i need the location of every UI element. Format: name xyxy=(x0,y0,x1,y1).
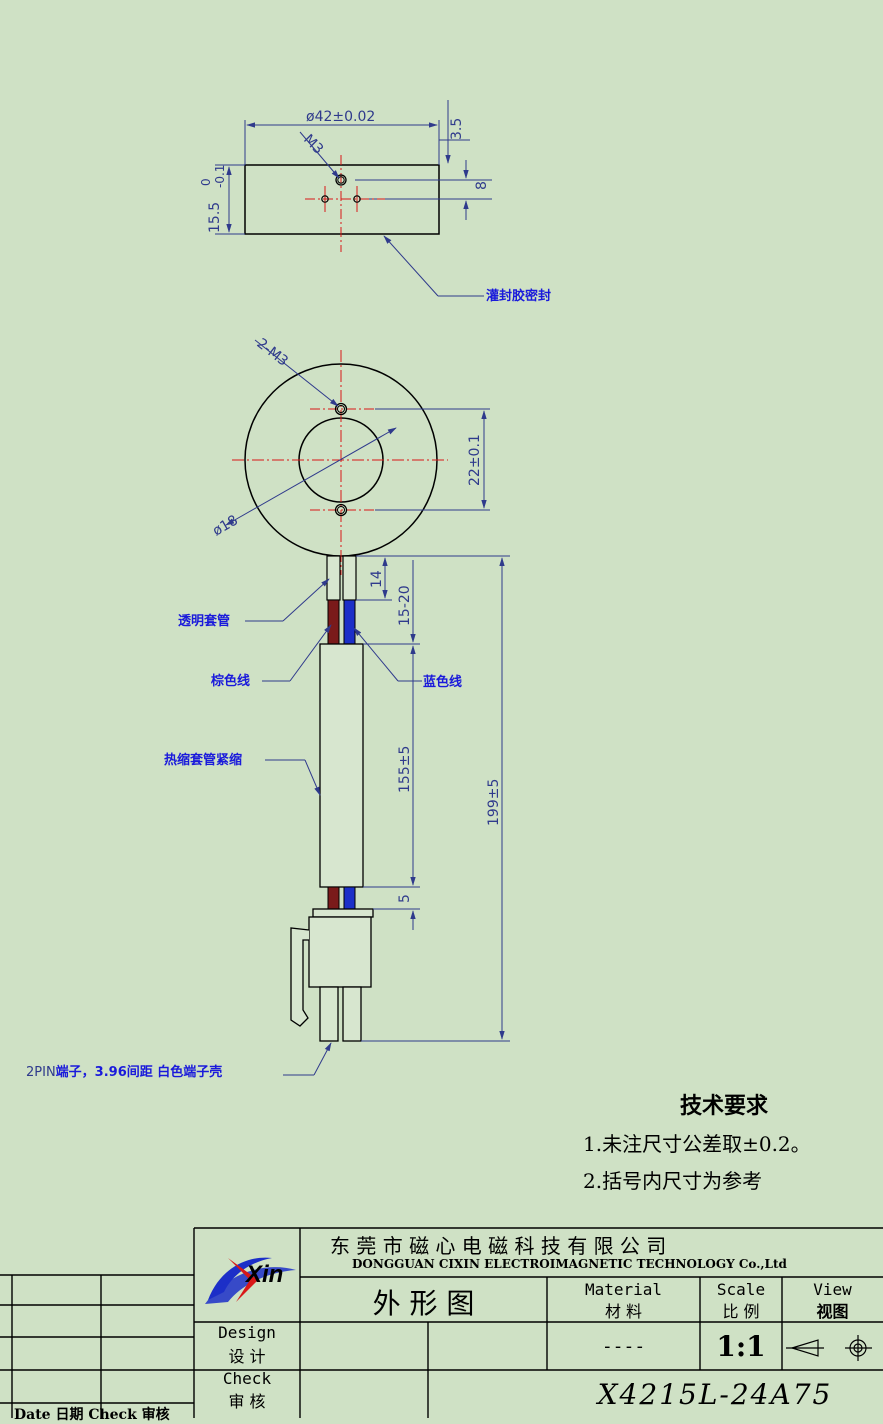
note-potting: 灌封胶密封 xyxy=(486,288,551,304)
material-value: ---- xyxy=(601,1336,646,1357)
brown-wire-upper xyxy=(327,599,340,645)
brown-wire-lower xyxy=(327,886,340,910)
material-label-en: Material xyxy=(584,1280,663,1299)
dim-199: 199±5 xyxy=(486,779,502,826)
projection-symbol-icon xyxy=(786,1335,872,1361)
note-clear-sleeve: 透明套管 xyxy=(178,613,230,629)
tech-requirements-title: 技术要求 xyxy=(680,1093,769,1119)
company-name-cn: 东 莞 市 磁 心 电 磁 科 技 有 限 公 司 xyxy=(330,1234,667,1258)
company-logo: Xin xyxy=(205,1257,296,1304)
dim-22: 22±0.1 xyxy=(467,434,483,486)
dim-5: 5 xyxy=(397,894,413,903)
note-terminal: 2PIN端子，3.96间距 白色端子壳 xyxy=(26,1064,222,1080)
check-label-en: Check xyxy=(222,1369,272,1388)
dim-15-20: 15-20 xyxy=(397,585,413,626)
note-brown-wire: 棕色线 xyxy=(210,673,250,689)
dim-tol-lower: -0.1 xyxy=(213,165,227,188)
revision-header: Date 日期 Check 审核 xyxy=(14,1407,170,1423)
heat-shrink-sleeve xyxy=(319,643,364,888)
design-label-en: Design xyxy=(218,1323,276,1342)
scale-value: 1:1 xyxy=(716,1330,766,1363)
view-label-cn: 视图 xyxy=(816,1302,849,1321)
company-name-en: DONGGUAN CIXIN ELECTROIMAGNETIC TECHNOLO… xyxy=(352,1257,787,1271)
note-blue-wire: 蓝色线 xyxy=(423,674,462,690)
title-block-grid xyxy=(0,1227,883,1418)
side-view: ø42±0.02 3.5 8 15.5 0 -0.1 M3 灌封胶密封 xyxy=(199,100,551,304)
dim-tol-upper: 0 xyxy=(199,178,213,186)
note-shrink: 热缩套管紧缩 xyxy=(164,752,242,768)
dim-14: 14 xyxy=(369,570,385,588)
design-label-cn: 设 计 xyxy=(228,1347,266,1366)
blue-wire-lower xyxy=(343,886,356,910)
drawing-name: 外 形 图 xyxy=(372,1287,475,1320)
material-label-cn: 材 料 xyxy=(604,1302,643,1321)
dim-m3: M3 xyxy=(300,132,326,158)
hole-top-side xyxy=(335,174,347,186)
part-number: X4215L-24A75 xyxy=(597,1378,833,1411)
dim-155: 155±5 xyxy=(397,746,413,793)
scale-label-cn: 比 例 xyxy=(722,1302,760,1321)
clear-sleeve-left xyxy=(326,555,341,601)
view-label-en: View xyxy=(813,1280,852,1299)
connector-housing xyxy=(290,908,374,1042)
lead-assembly: 14 15-20 155±5 5 199±5 透明套管 棕色线 蓝色线 热缩套管… xyxy=(26,555,510,1080)
dim-dia42: ø42±0.02 xyxy=(306,109,375,125)
svg-text:Xin: Xin xyxy=(244,1261,283,1288)
dim-line-dia18 xyxy=(225,427,397,526)
front-view: 2-M3 22±0.1 ø18 xyxy=(210,336,490,575)
dim-15-5: 15.5 xyxy=(207,202,223,233)
hole-upper xyxy=(334,402,348,416)
dim-dia18: ø18 xyxy=(210,512,241,539)
blue-wire-upper xyxy=(343,599,356,645)
check-label-cn: 审 核 xyxy=(228,1392,266,1411)
clear-sleeve-right xyxy=(342,555,357,601)
dim-8: 8 xyxy=(474,181,490,190)
scale-label-en: Scale xyxy=(716,1280,766,1299)
tech-requirement-2: 2.括号内尺寸为参考 xyxy=(583,1169,763,1193)
tech-requirement-1: 1.未注尺寸公差取±0.2。 xyxy=(583,1132,811,1156)
dim-3-5: 3.5 xyxy=(449,118,465,140)
